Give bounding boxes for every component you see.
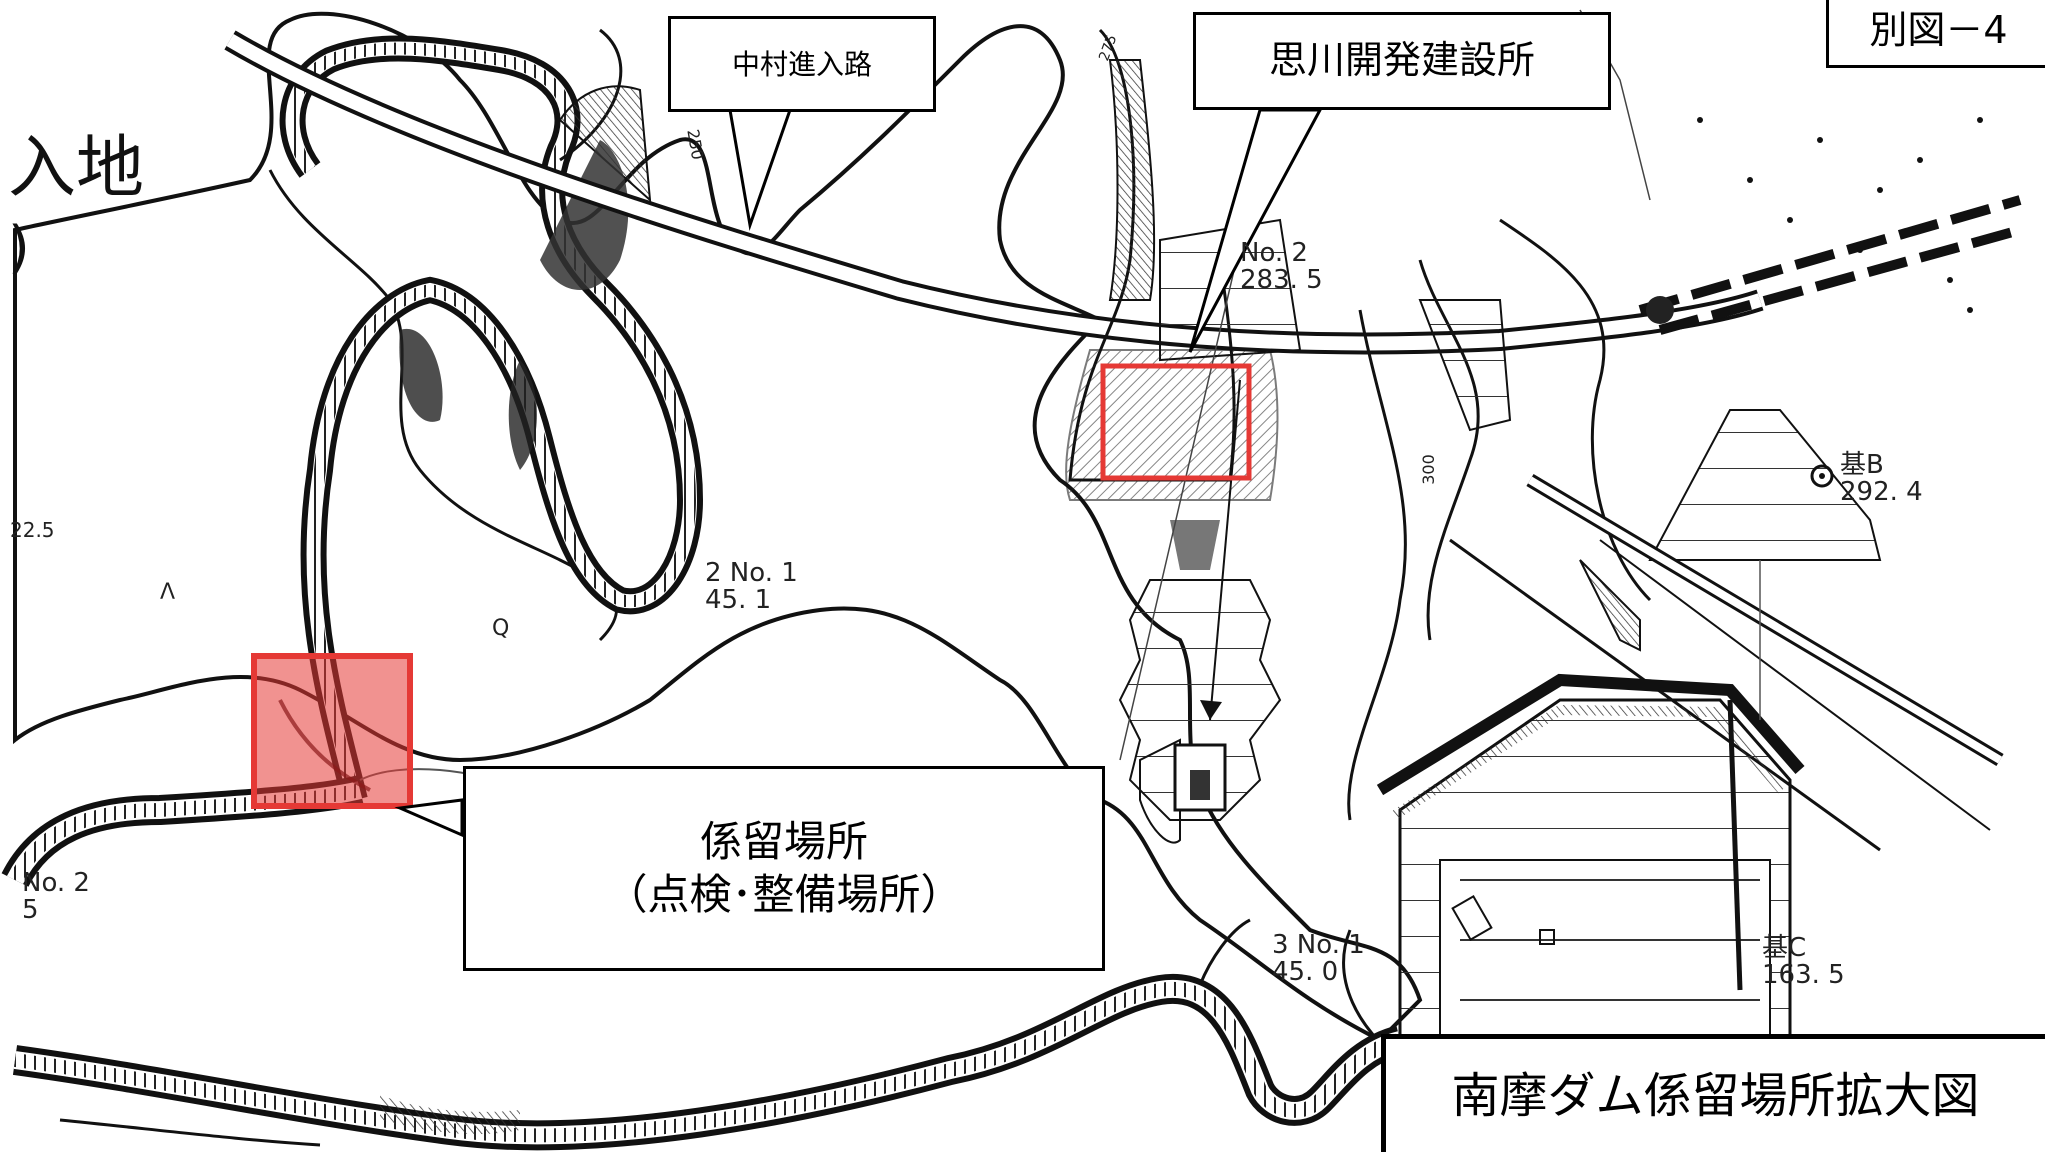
survey-point-label: 基C 163. 5	[1762, 933, 1845, 991]
contour-label: 300	[1418, 454, 1438, 485]
survey-point-value: 283. 5	[1240, 265, 1323, 296]
spillway-structure	[1342, 673, 1805, 1062]
figure-title: 南摩ダム係留場所拡大図	[1381, 1034, 2045, 1152]
survey-point-value: 45. 0	[1272, 957, 1339, 988]
mooring-site-callout: 係留場所 （点検･整備場所）	[463, 766, 1105, 971]
paren-fragment: )	[8, 215, 30, 280]
survey-scatter	[1579, 9, 1983, 720]
survey-point-name: 基B	[1840, 450, 1884, 480]
survey-point-label: No. 2 283. 5	[1240, 238, 1323, 296]
survey-point-name: 基C	[1762, 933, 1807, 963]
nakamura-callout-pointer	[728, 108, 793, 231]
survey-point-label: 2 No. 1 45. 1	[705, 558, 798, 616]
survey-point-label: No. 2 5	[22, 868, 90, 926]
figure-number: 別図－4	[1826, 0, 2045, 68]
mooring-callout-line1: 係留場所	[699, 817, 868, 866]
mooring-site-highlight	[251, 653, 413, 809]
survey-point-value: 292. 4	[1840, 477, 1923, 508]
main-road	[224, 30, 2022, 355]
survey-point-name: 3 No. 1	[1272, 930, 1365, 960]
map-symbol-a: Λ	[160, 580, 176, 605]
survey-point-name: No. 2	[22, 868, 90, 898]
serpentine-road	[279, 28, 704, 804]
survey-point-name: No. 2	[1240, 238, 1308, 268]
mooring-callout-line2: （点検･整備場所）	[605, 869, 963, 919]
dam-structures	[1347, 218, 2004, 1002]
omoigawa-office-callout: 思川開発建設所	[1193, 12, 1611, 110]
survey-point-value: 45. 1	[705, 585, 772, 616]
survey-point-value: 5	[22, 895, 39, 926]
title-fragment: 入地	[8, 129, 145, 208]
office-site-highlight	[1100, 363, 1252, 481]
nakamura-access-callout: 中村進入路	[668, 16, 936, 112]
mooring-callout-pointer	[394, 798, 464, 838]
survey-point-label: 3 No. 1 45. 0	[1272, 930, 1365, 988]
survey-point-value: 163. 5	[1762, 960, 1845, 991]
survey-point-label: 基B 292. 4	[1840, 450, 1923, 508]
survey-point-name: 2 No. 1	[705, 558, 798, 588]
elevation-label: 22.5	[10, 518, 55, 542]
bottom-road	[12, 918, 1405, 1151]
office-callout-pointer	[1188, 108, 1323, 353]
map-symbol-q: Q	[492, 616, 510, 641]
